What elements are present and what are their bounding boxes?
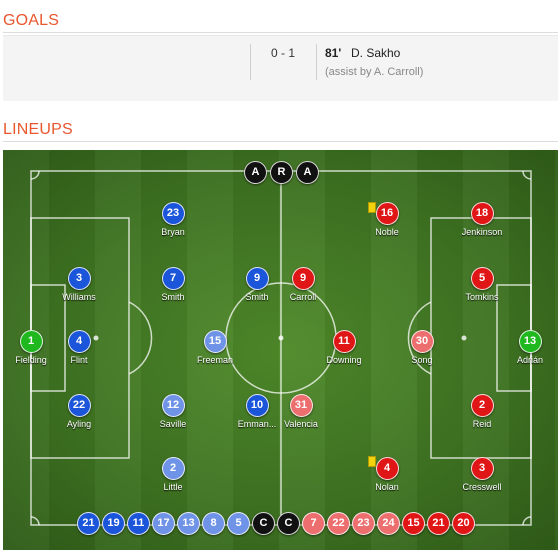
goal-assist: (assist by A. Carroll) [325, 66, 424, 78]
player-name: Flint [70, 355, 88, 365]
substitute-chip[interactable]: 20 [452, 512, 475, 535]
player-number: 3 [470, 457, 494, 480]
lineups-divider [3, 141, 558, 142]
substitute-chip[interactable]: 17 [152, 512, 175, 535]
substitute-chip[interactable]: 11 [127, 512, 150, 535]
goal-scorer: D. Sakho [351, 46, 401, 60]
player-number: 10 [245, 394, 269, 417]
goal-score: 0 - 1 [270, 46, 295, 60]
player-number: 1 [19, 330, 43, 353]
player-number: 7 [161, 267, 185, 290]
player-number: 9 [245, 267, 269, 290]
substitute-chip[interactable]: 24 [377, 512, 400, 535]
player-name: Tomkins [465, 292, 499, 302]
substitute-chip[interactable]: C [277, 512, 300, 535]
substitute-chip[interactable]: 21 [77, 512, 100, 535]
substitute-chip[interactable]: 15 [402, 512, 425, 535]
player-name: Jenkinson [461, 227, 503, 237]
player-name: Smith [161, 292, 185, 302]
player-name: Little [163, 482, 183, 492]
player-name: Fielding [15, 355, 47, 365]
substitute-chip[interactable]: C [252, 512, 275, 535]
player-number: 23 [161, 202, 185, 225]
player-name: Ayling [66, 419, 92, 429]
goal-separator-left [250, 44, 251, 80]
player-name: Adrián [516, 355, 543, 365]
player-name: Bryan [161, 227, 185, 237]
player-name: Freeman [196, 355, 233, 365]
player-number: 16 [375, 202, 399, 225]
player-number: 18 [470, 202, 494, 225]
substitute-chip[interactable]: 8 [202, 512, 225, 535]
substitute-chip[interactable]: 7 [302, 512, 325, 535]
official-chip: R [270, 161, 293, 184]
substitute-chip[interactable]: 5 [227, 512, 250, 535]
player-number: 31 [289, 394, 313, 417]
player-name: Noble [375, 227, 399, 237]
official-chip: A [244, 161, 267, 184]
player-name: Saville [159, 419, 187, 429]
player-name: Valencia [284, 419, 318, 429]
player-number: 4 [67, 330, 91, 353]
player-number: 13 [518, 330, 542, 353]
player-name: Reid [472, 419, 492, 429]
substitute-chip[interactable]: 13 [177, 512, 200, 535]
player-number: 22 [67, 394, 91, 417]
player-number: 30 [410, 330, 434, 353]
lineups-heading: LINEUPS [3, 121, 73, 138]
player-number: 11 [332, 330, 356, 353]
goal-minute: 81' [325, 46, 342, 60]
official-chip: A [296, 161, 319, 184]
player-name: Song [411, 355, 433, 365]
player-number: 9 [291, 267, 315, 290]
substitute-chip[interactable]: 22 [327, 512, 350, 535]
player-name: Nolan [375, 482, 399, 492]
player-name: Smith [245, 292, 269, 302]
player-name: Carroll [289, 292, 317, 302]
substitute-chip[interactable]: 23 [352, 512, 375, 535]
substitute-chip[interactable]: 19 [102, 512, 125, 535]
goal-separator-right [316, 44, 317, 80]
player-number: 4 [375, 457, 399, 480]
yellow-card-icon [368, 456, 376, 467]
player-name: Emman... [237, 419, 277, 429]
player-name: Williams [62, 292, 96, 302]
player-number: 2 [470, 394, 494, 417]
player-number: 5 [470, 267, 494, 290]
player-number: 12 [161, 394, 185, 417]
player-name: Cresswell [462, 482, 502, 492]
goals-divider [3, 32, 558, 33]
goals-heading: GOALS [3, 12, 60, 29]
player-number: 2 [161, 457, 185, 480]
player-number: 3 [67, 267, 91, 290]
yellow-card-icon [368, 202, 376, 213]
player-number: 15 [203, 330, 227, 353]
goal-row: 0 - 1 81' D. Sakho (assist by A. Carroll… [3, 35, 558, 101]
player-name: Downing [326, 355, 362, 365]
substitute-chip[interactable]: 21 [427, 512, 450, 535]
